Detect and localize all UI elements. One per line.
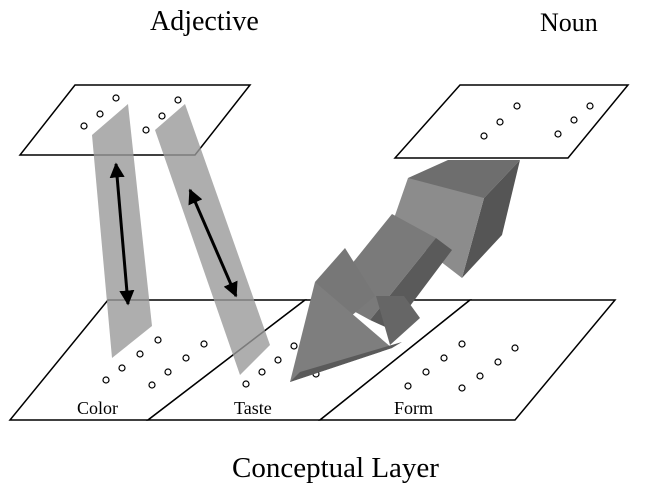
taste-double-arrow	[188, 188, 238, 298]
form-region-plane	[317, 299, 617, 421]
dot	[570, 116, 578, 124]
form-region-label: Form	[394, 398, 433, 418]
dot	[274, 356, 282, 364]
dot	[182, 354, 190, 362]
dot	[142, 126, 150, 134]
dot	[258, 368, 266, 376]
dot	[480, 132, 488, 140]
conceptual-dots	[102, 336, 519, 392]
dot	[422, 368, 430, 376]
adjective-layer-plane	[18, 84, 252, 156]
dot	[148, 381, 156, 389]
dot	[174, 96, 182, 104]
noun-conceptual-3d-arrow	[290, 160, 520, 382]
dot	[458, 340, 466, 348]
dot	[200, 340, 208, 348]
dot	[112, 94, 120, 102]
dot	[440, 354, 448, 362]
dot	[513, 102, 521, 110]
dot	[118, 364, 126, 372]
dot	[96, 110, 104, 118]
dot	[586, 102, 594, 110]
dot	[290, 342, 298, 350]
color-region-label: Color	[77, 398, 118, 418]
dot	[164, 368, 172, 376]
dot	[158, 112, 166, 120]
dot	[496, 118, 504, 126]
dot	[511, 344, 519, 352]
dot	[404, 382, 412, 390]
taste-region-label: Taste	[234, 398, 272, 418]
color-double-arrow	[109, 162, 135, 306]
dot	[80, 122, 88, 130]
dot	[154, 336, 162, 344]
conceptual-layer-title: Conceptual Layer	[232, 452, 439, 484]
dot	[102, 376, 110, 384]
noun-layer-plane	[393, 84, 630, 159]
dot	[242, 380, 250, 388]
dot	[554, 130, 562, 138]
dot	[494, 358, 502, 366]
dot	[136, 350, 144, 358]
noun-layer-title: Noun	[540, 8, 598, 37]
adjective-layer-title: Adjective	[150, 6, 259, 37]
dot	[458, 384, 466, 392]
dot	[476, 372, 484, 380]
